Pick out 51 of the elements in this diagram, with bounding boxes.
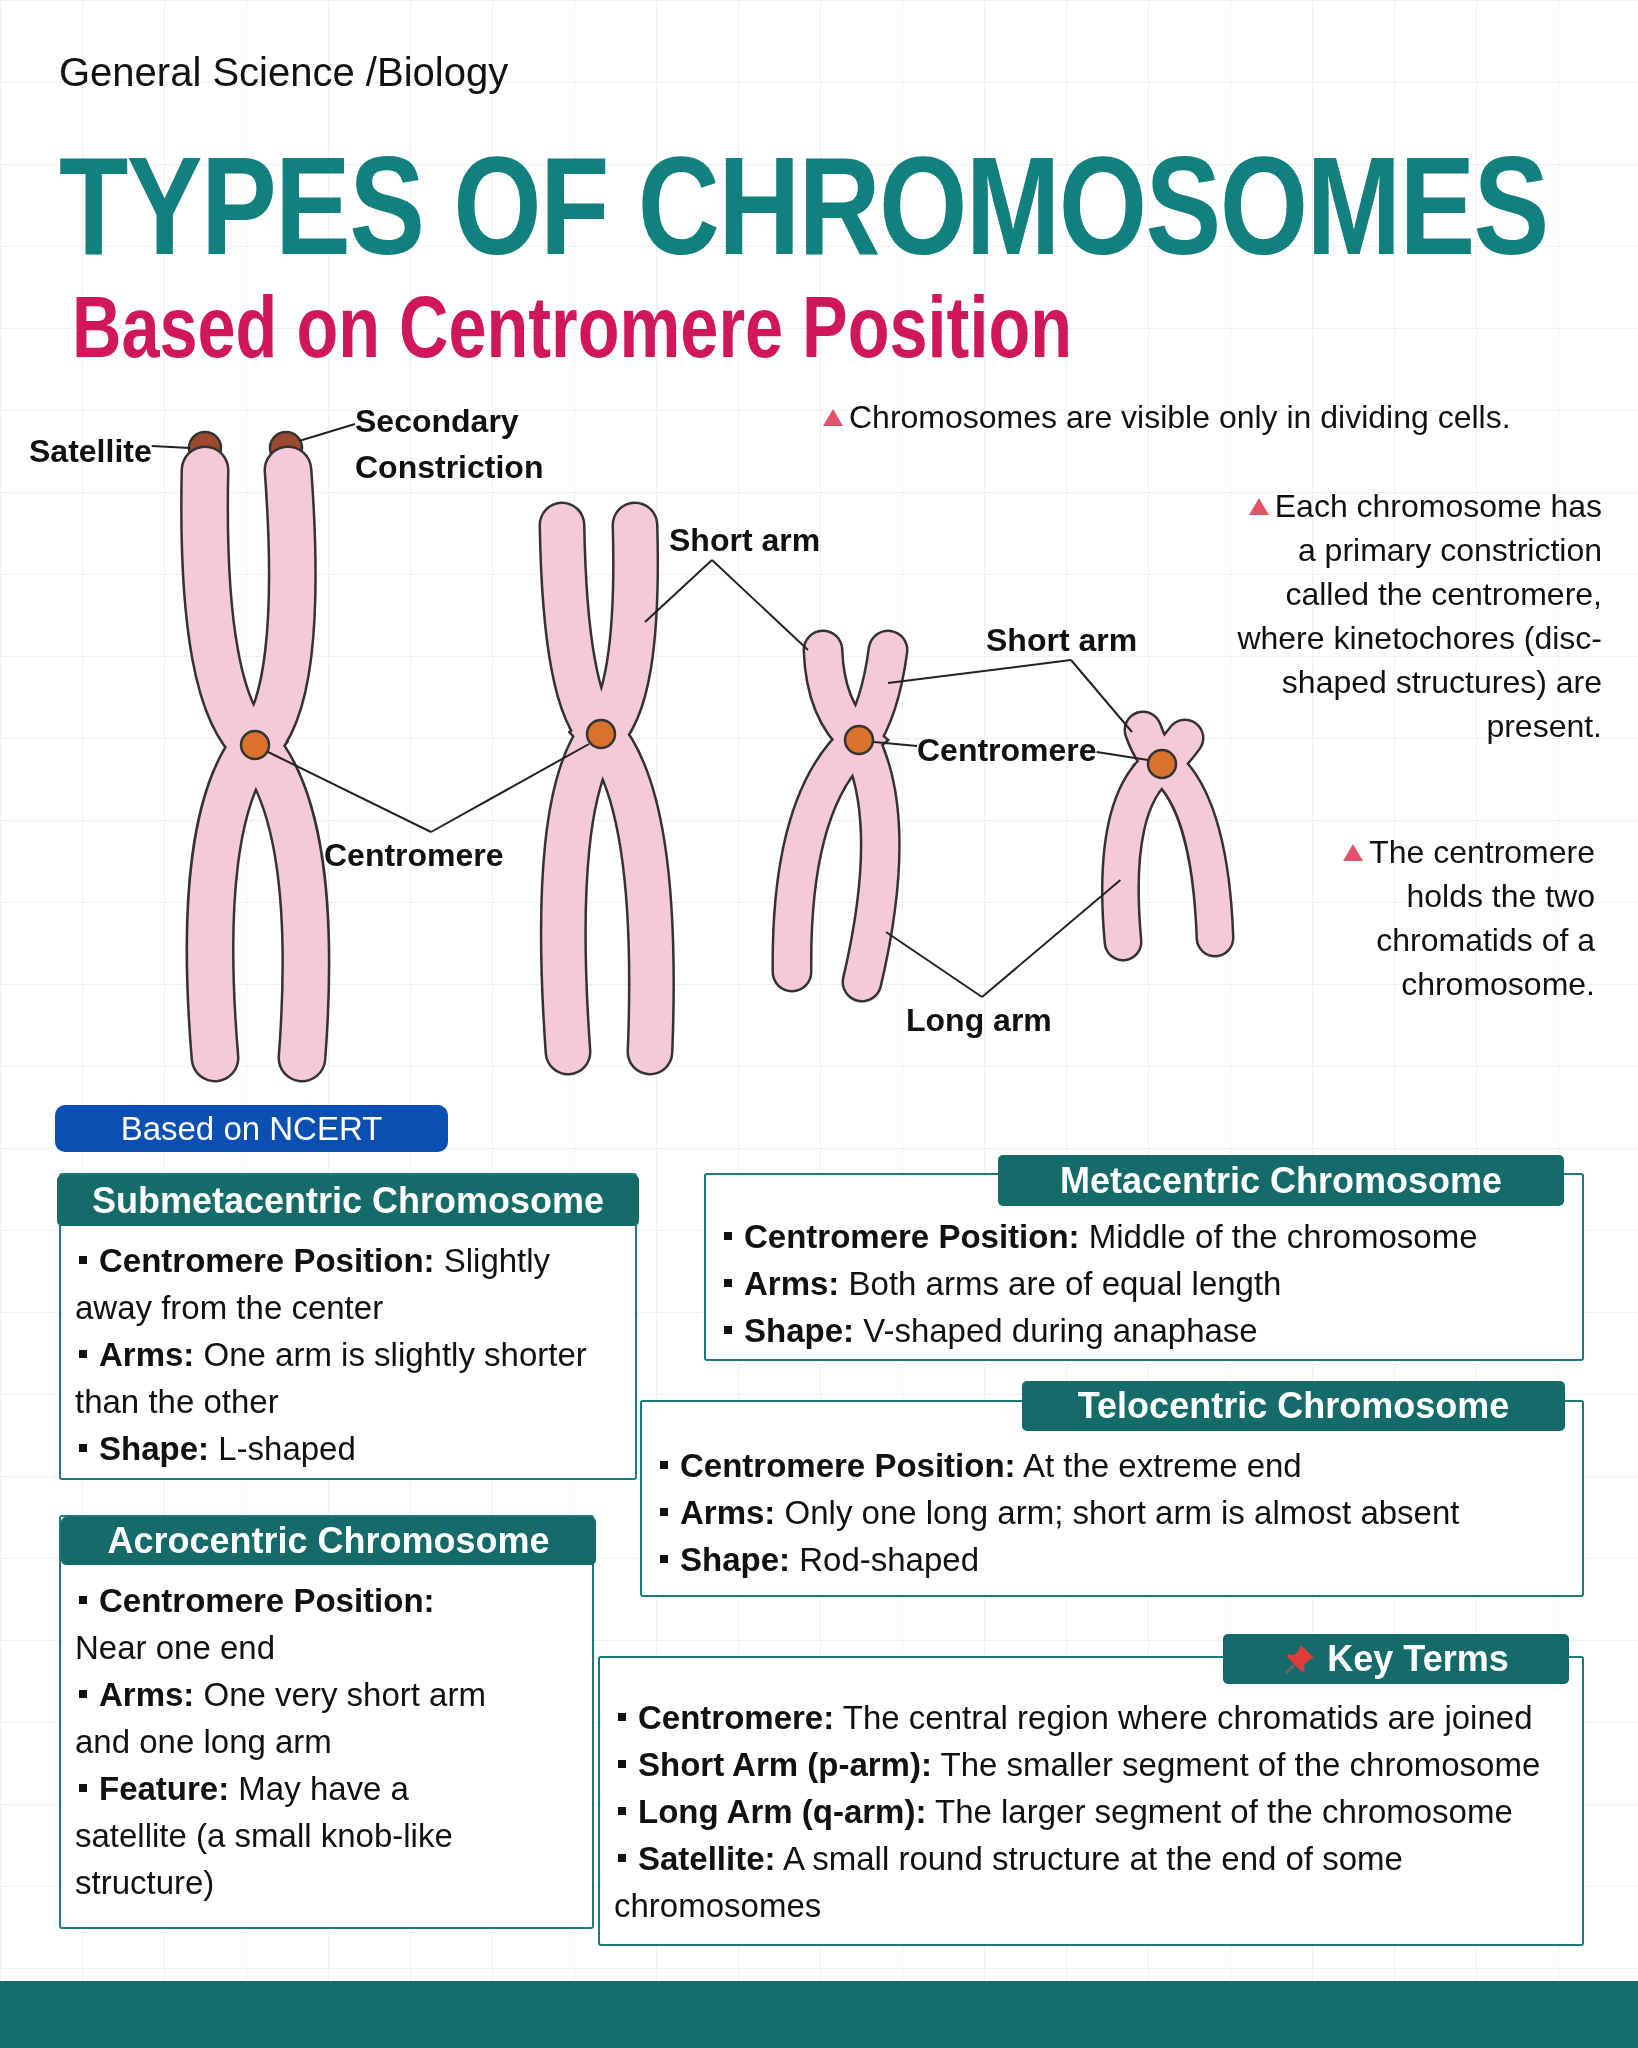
bullet-text: Feature: May have a satellite (a small knob-like structure) [75,1765,515,1906]
bullet-text: Arms: Both arms are of equal length [720,1260,1570,1307]
part-label: Centromere [324,832,504,878]
section-title: Telocentric Chromosome [1077,1385,1510,1427]
leader-line [1095,751,1149,761]
leader-line [887,659,1072,684]
section-title: Key Terms [1327,1638,1509,1680]
leader-line [885,931,983,998]
bullet-text: Centromere Position: Middle of the chromosome [720,1213,1570,1260]
note-text: Each chromosome has a primary constriction called the centromere, where kinetochores (disc-shaped structures) are present. [1230,484,1602,748]
section-title: Submetacentric Chromosome [91,1179,605,1222]
note-text: The centromere holds the two chromatids of a chromosome. [1300,830,1595,1006]
info-card [59,1173,637,1480]
bullet-text: Shape: L-shaped [75,1425,625,1472]
part-label: Long arm [906,997,1052,1043]
part-label: Satellite [29,428,152,474]
section-badge: Based on NCERT [55,1105,448,1152]
part-label: Secondary Constriction [355,398,595,490]
leader-line [267,751,432,833]
info-card [59,1515,594,1929]
bullet-text: Short Arm (p-arm): The smaller segment of the chromosome [614,1741,1574,1788]
bullet-text: Arms: One very short arm and one long arm [75,1671,515,1765]
bullet-text: Shape: Rod-shaped [656,1536,1566,1583]
part-label: Short arm [669,517,821,563]
bullet-text: Centromere Position: Near one end [75,1577,515,1671]
leader-line [298,423,356,442]
part-label: Centromere [917,727,1097,773]
leader-line [150,445,191,449]
part-label: Short arm [986,617,1138,663]
chromosome-drawing [771,629,909,1003]
leader-line [430,743,590,833]
bullet-text: Shape: V-shaped during anaphase [720,1307,1570,1354]
leader-line [644,559,713,623]
section-title: Metacentric Chromosome [1059,1159,1503,1202]
bullet-text: Arms: One arm is slightly shorter than the other [75,1331,625,1425]
bullet-text: Satellite: A small round structure at the end of some chromosomes [614,1835,1574,1929]
leader-line [873,741,918,747]
leader-line [1070,659,1133,733]
bullet-text: Arms: Only one long arm; short arm is almost absent [656,1489,1566,1536]
leader-line [711,559,809,651]
header-text: General Science /Biology [59,50,509,95]
note-text: Chromosomes are visible only in dividing cells. [823,395,1613,439]
title-heading: TYPES OF CHROMOSOMES [59,136,1548,276]
leader-line [981,879,1122,998]
section-title: Acrocentric Chromosome [107,1520,550,1562]
bullet-text: Centromere: The central region where chromatids are joined [614,1694,1574,1741]
bullet-text: Centromere Position: Slightly away from the center [75,1237,625,1331]
chromosome-drawing [1100,710,1235,962]
subtitle: Based on Centromere Position [72,282,1072,372]
bullet-text: Long Arm (q-arm): The larger segment of the chromosome [614,1788,1574,1835]
bullet-text: Centromere Position: At the extreme end [656,1442,1566,1489]
